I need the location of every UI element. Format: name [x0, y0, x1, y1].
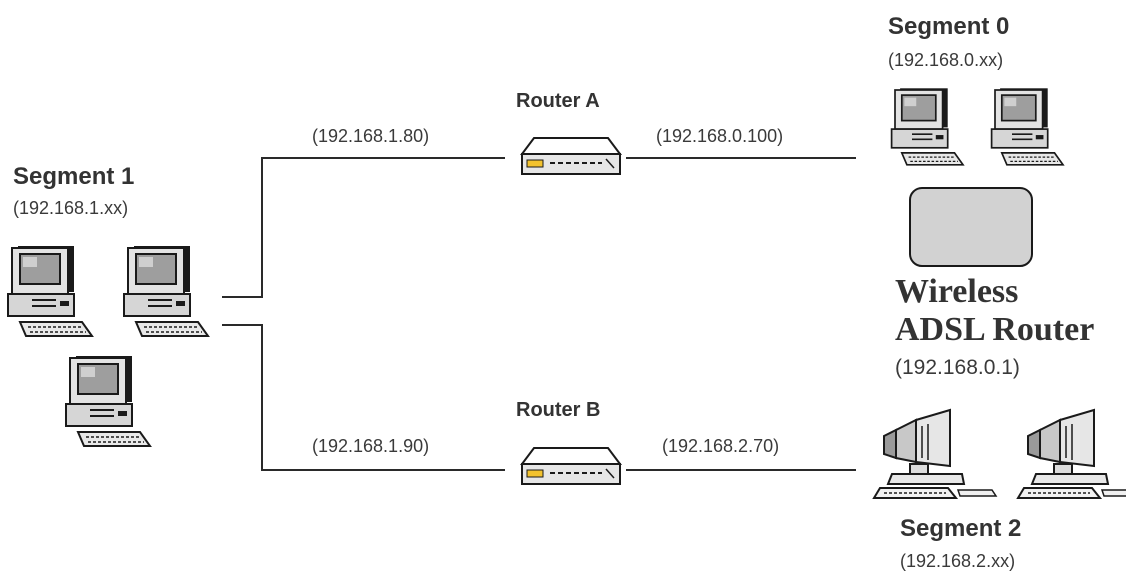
segment-0-title: Segment 0 [888, 13, 1009, 40]
segment-1-computer-icon [65, 355, 151, 447]
router-b-ip-left: (192.168.1.90) [312, 436, 429, 456]
router-a-icon [521, 137, 621, 175]
segment-1-subnet: (192.168.1.xx) [13, 198, 128, 218]
segment-0-computer-icon [890, 87, 964, 166]
segment-1-computer-icon [7, 245, 93, 337]
segment-2-subnet: (192.168.2.xx) [900, 551, 1015, 571]
wireless-adsl-router-icon [909, 187, 1033, 267]
wire-segment1-router-a [222, 157, 505, 298]
segment-1-computer-icon [123, 245, 209, 337]
router-a-name: Router A [516, 90, 600, 112]
segment-2-title: Segment 2 [900, 515, 1021, 542]
main-router-name-line1: Wireless [895, 273, 1018, 310]
router-b-ip-right: (192.168.2.70) [662, 436, 779, 456]
segment-2-workstation-icon [1017, 409, 1126, 499]
segment-0-computer-icon [990, 87, 1064, 166]
main-router-ip: (192.168.0.1) [895, 356, 1020, 379]
router-a-ip-right: (192.168.0.100) [656, 126, 783, 146]
segment-1-title: Segment 1 [13, 163, 134, 190]
router-b-name: Router B [516, 399, 600, 421]
segment-2-workstation-icon [873, 409, 997, 499]
router-b-icon [521, 447, 621, 485]
wire-segment1-router-b [222, 324, 505, 471]
router-a-ip-left: (192.168.1.80) [312, 126, 429, 146]
main-router-name-line2: ADSL Router [895, 311, 1094, 348]
segment-0-subnet: (192.168.0.xx) [888, 50, 1003, 70]
